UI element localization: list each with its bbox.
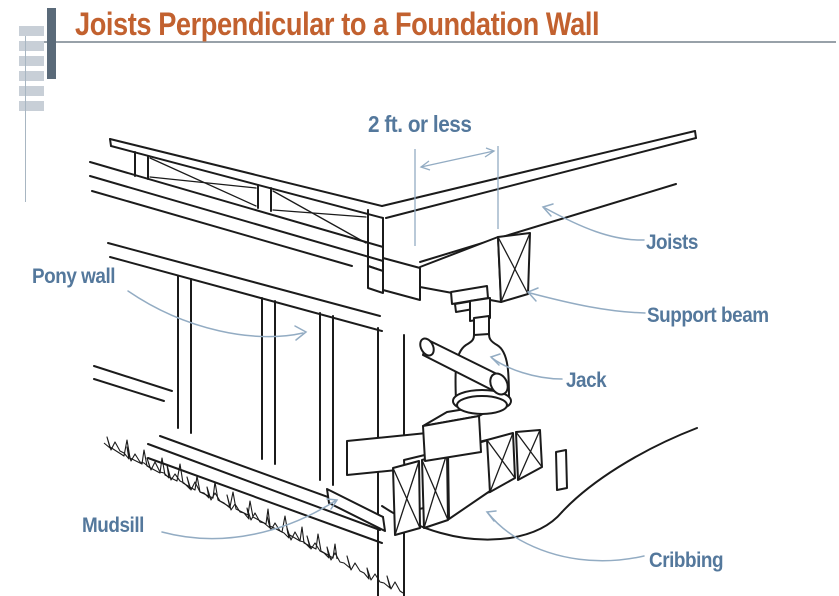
pony-wall-structure — [93, 242, 428, 596]
page-title: Joists Perpendicular to a Foundation Wal… — [75, 6, 600, 42]
accent-bar-light — [19, 101, 44, 111]
floor-joists-left-wing — [89, 138, 421, 301]
pony-wall-label: Pony wall — [32, 265, 115, 288]
joists-leader — [544, 207, 645, 241]
floor-joists-right-wing — [381, 130, 697, 263]
support-beam-leader — [529, 292, 646, 314]
mudsill-label: Mudsill — [82, 514, 144, 537]
mudsill-structure — [147, 435, 386, 544]
joists-label: Joists — [646, 231, 698, 254]
cribbing-structure — [392, 402, 568, 536]
pony-wall-leader — [127, 290, 304, 338]
accent-bar-light — [19, 41, 44, 51]
accent-bar-dark — [47, 8, 56, 79]
jack-leader — [491, 357, 563, 380]
mudsill-leader — [161, 500, 336, 540]
accent-bar-light — [19, 71, 44, 81]
accent-vertical-line — [25, 36, 26, 202]
dimension-indicator — [414, 146, 499, 246]
dimension-label: 2 ft. or less — [368, 111, 472, 137]
cribbing-leader — [487, 512, 645, 562]
accent-bar-light — [19, 26, 44, 36]
jack-label: Jack — [566, 369, 608, 392]
title-underline — [36, 41, 836, 43]
jack-structure — [419, 285, 512, 415]
leader-arrows — [127, 203, 646, 562]
grass-hatching — [103, 436, 404, 594]
support-beam-label: Support beam — [647, 304, 769, 327]
accent-bar-light — [19, 86, 44, 96]
cribbing-label: Cribbing — [649, 549, 723, 572]
support-beam-structure — [419, 232, 531, 303]
diagram-labels: 2 ft. or less Pony wall Joists Support b… — [32, 111, 769, 572]
accent-bar-light — [19, 56, 44, 66]
